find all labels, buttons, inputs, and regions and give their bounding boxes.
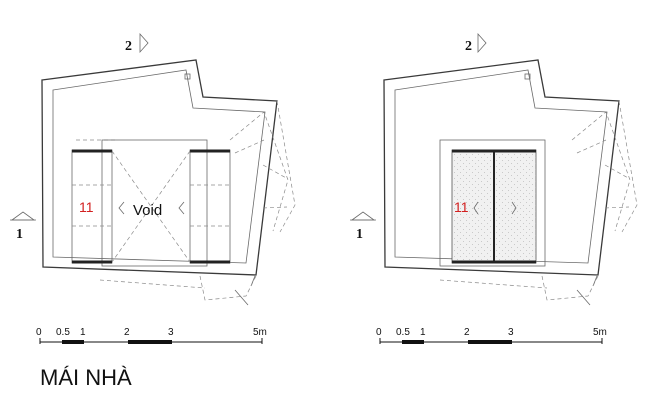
central-roof-block: [101, 139, 208, 267]
section-marker-1-left: 1: [10, 211, 36, 242]
room-number: 11: [79, 199, 94, 215]
void-label: Void: [133, 202, 162, 219]
section-marker-2-left: 2: [125, 32, 149, 54]
drawing-title: MÁI NHÀ: [40, 365, 132, 390]
inner-wall: [394, 69, 608, 264]
outer-wall: [41, 59, 278, 276]
section-marker-label: 2: [465, 39, 472, 54]
section-marker-label: 1: [16, 227, 23, 242]
scale-label: 5m: [593, 327, 607, 338]
central-roof-block: [439, 139, 546, 267]
sliding-panels-closed: [451, 149, 537, 264]
roof-plan-right: 2 1 11: [350, 32, 638, 306]
inner-wall: [52, 69, 266, 264]
scale-label: 1: [80, 327, 86, 338]
scale-label: 3: [508, 327, 514, 338]
scale-label: 0: [36, 327, 42, 338]
scale-label: 2: [124, 327, 130, 338]
section-marker-label: 2: [125, 39, 132, 54]
scale-bar-left: 0 0.5 1 2 3 5m: [36, 327, 267, 344]
void-opening: [111, 150, 191, 263]
scale-label: 0: [376, 327, 382, 338]
sliding-panel-right: [189, 149, 231, 264]
scale-label: 2: [464, 327, 470, 338]
scale-label: 5m: [253, 327, 267, 338]
vent-square: [524, 73, 531, 80]
room-number: 11: [454, 199, 469, 215]
section-marker-label: 1: [356, 227, 363, 242]
scale-label: 0.5: [396, 327, 410, 338]
scale-label: 3: [168, 327, 174, 338]
section-marker-2-right: 2: [465, 32, 487, 54]
roof-plan-left: 2 1: [10, 32, 296, 306]
scale-label: 1: [420, 327, 426, 338]
scale-bar-right: 0 0.5 1 2 3 5m: [376, 327, 607, 344]
vent-square: [184, 73, 191, 80]
scale-label: 0.5: [56, 327, 70, 338]
sliding-panel-left: [71, 149, 113, 264]
section-marker-1-right: 1: [350, 211, 376, 242]
